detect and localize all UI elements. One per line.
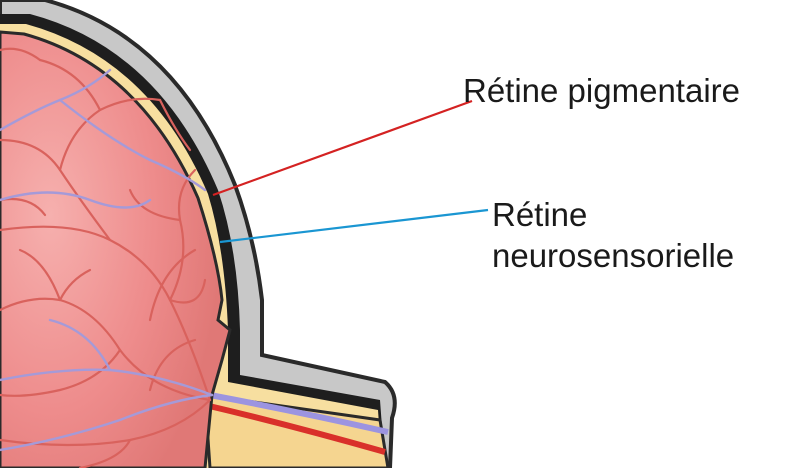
- veins: [0, 68, 214, 452]
- label-retine-pigmentaire: Rétine pigmentaire: [463, 72, 740, 109]
- retina-globe: [0, 30, 232, 468]
- label-retine-neurosensorielle-line2: neurosensorielle: [492, 237, 735, 274]
- neurosensorielle-leader-line: [219, 208, 489, 244]
- blood-vessels: [0, 47, 212, 468]
- optic-nerve-red-vessel: [204, 402, 386, 455]
- optic-nerve-blue-vessel: [209, 392, 389, 435]
- label-retine-neurosensorielle-line1: Rétine: [492, 196, 588, 233]
- pigmentaire-leader-line: [212, 99, 473, 197]
